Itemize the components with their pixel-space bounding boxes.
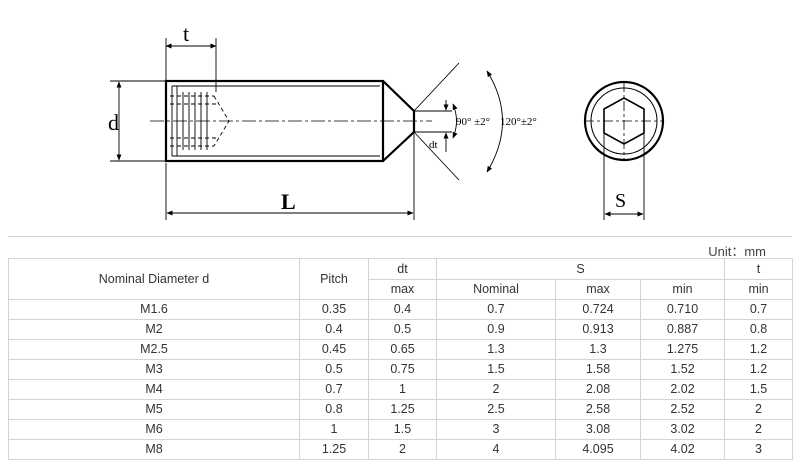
cell-s-nominal: 1.3 (436, 339, 556, 360)
cell-s-min: 2.02 (639, 379, 726, 400)
cell-s-max: 2.58 (555, 399, 641, 420)
cell-s-nominal: 2 (436, 379, 556, 400)
cell-pitch: 0.5 (299, 359, 369, 380)
cell-pitch: 0.8 (299, 399, 369, 420)
cell-s-nominal: 0.9 (436, 319, 556, 340)
cell-s-max: 3.08 (555, 419, 641, 440)
cell-d: M3 (8, 359, 300, 380)
label-S: S (615, 190, 626, 212)
cell-dt-max: 2 (368, 439, 437, 460)
cell-pitch: 1.25 (299, 439, 369, 460)
dimension-L (165, 134, 415, 220)
cell-pitch: 0.4 (299, 319, 369, 340)
cell-dt-max: 0.4 (368, 299, 437, 320)
cell-dt-max: 1.25 (368, 399, 437, 420)
cell-pitch: 0.35 (299, 299, 369, 320)
cell-s-max: 2.08 (555, 379, 641, 400)
cell-dt-max: 0.5 (368, 319, 437, 340)
cell-t-min: 3 (724, 439, 794, 460)
screw-end-view (583, 80, 665, 220)
label-dt: dt (429, 139, 438, 151)
cell-s-nominal: 0.7 (436, 299, 556, 320)
cell-d: M6 (8, 419, 300, 440)
cell-s-min: 0.887 (639, 319, 726, 340)
cell-dt-max: 1.5 (368, 419, 437, 440)
cell-d: M2 (8, 319, 300, 340)
header-s: S (435, 258, 726, 280)
table-header-row-1: Nominal Diameter d Pitch dt S t (8, 258, 794, 300)
cell-s-min: 0.710 (639, 299, 726, 320)
cell-s-min: 1.275 (639, 339, 726, 360)
cell-t-min: 0.7 (724, 299, 794, 320)
label-L: L (281, 189, 296, 214)
cell-t-min: 1.2 (724, 359, 794, 380)
cell-pitch: 1 (299, 419, 369, 440)
cell-dt-max: 0.65 (368, 339, 437, 360)
table-header-row-2: max Nominal max min min (9, 279, 794, 300)
cell-d: M8 (8, 439, 300, 460)
label-t: t (183, 21, 189, 46)
cell-d: M1.6 (8, 299, 300, 320)
unit-label: Unit：mm (708, 244, 766, 259)
cell-pitch: 0.45 (299, 339, 369, 360)
cell-dt-max: 1 (368, 379, 437, 400)
cell-s-min: 3.02 (639, 419, 726, 440)
cell-s-nominal: 2.5 (436, 399, 556, 420)
cell-s-max: 4.095 (555, 439, 641, 460)
header-s-max: max (555, 279, 641, 300)
cell-s-nominal: 4 (436, 439, 556, 460)
hex-socket-hidden-lines (170, 95, 230, 147)
header-dt-max: max (368, 279, 437, 300)
header-s-nominal: Nominal (436, 279, 556, 300)
tip-angle-dimension (413, 62, 503, 181)
cell-s-max: 0.913 (555, 319, 641, 340)
cell-t-min: 0.8 (724, 319, 794, 340)
screw-side-view (150, 79, 432, 163)
cell-d: M5 (8, 399, 300, 420)
cell-d: M4 (8, 379, 300, 400)
cell-t-min: 1.5 (724, 379, 794, 400)
header-t-min: min (724, 279, 794, 300)
dimension-t (165, 38, 217, 92)
cell-s-max: 1.58 (555, 359, 641, 380)
label-angle-90: 90° ±2° (456, 116, 490, 128)
header-dt: dt (368, 258, 437, 280)
screw-cone-tip (382, 80, 416, 162)
set-screw-drawing: t d L 90° ±2° 120°±2° dt S (108, 21, 665, 220)
cell-s-max: 1.3 (555, 339, 641, 360)
cell-s-min: 1.52 (639, 359, 726, 380)
cell-d: M2.5 (8, 339, 300, 360)
cell-t-min: 1.2 (724, 339, 794, 360)
label-angle-120: 120°±2° (500, 116, 537, 128)
cell-t-min: 2 (724, 419, 794, 440)
cell-s-nominal: 3 (436, 419, 556, 440)
cell-s-min: 4.02 (639, 439, 726, 460)
cell-s-nominal: 1.5 (436, 359, 556, 380)
header-t: t (724, 258, 794, 280)
cell-pitch: 0.7 (299, 379, 369, 400)
specification-table: Nominal Diameter d Pitch dt S t max Nomi… (8, 258, 794, 460)
cell-s-min: 2.52 (639, 399, 726, 420)
header-nominal-diameter: Nominal Diameter d (8, 258, 300, 300)
header-pitch: Pitch (299, 258, 369, 300)
unit-row: Unit：mm (8, 236, 792, 259)
cell-s-max: 0.724 (555, 299, 641, 320)
cell-dt-max: 0.75 (368, 359, 437, 380)
label-d: d (108, 110, 119, 135)
cell-t-min: 2 (724, 399, 794, 420)
header-s-min: min (639, 279, 726, 300)
dimension-d (110, 80, 165, 162)
